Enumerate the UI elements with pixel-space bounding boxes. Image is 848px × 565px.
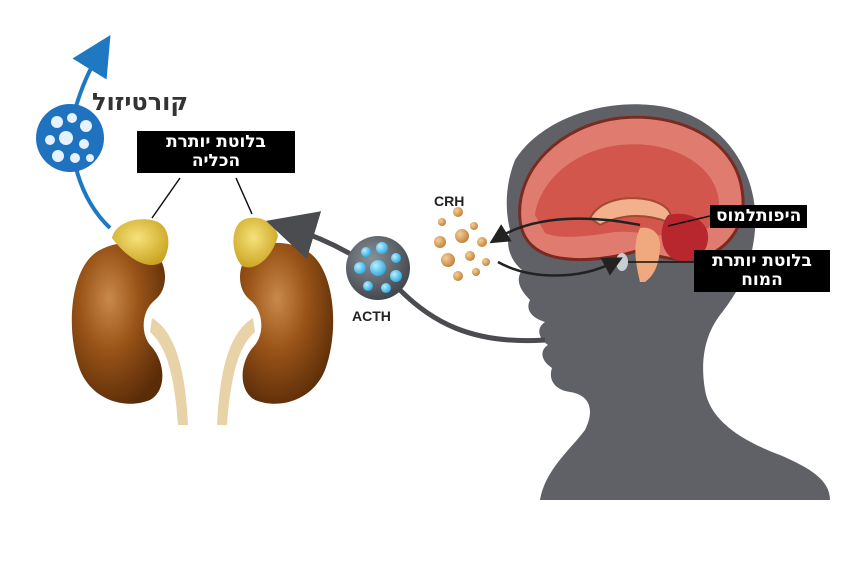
hormone-molecule-icon: [346, 236, 410, 300]
adrenal-gland-label: בלוטת יותרת הכליה: [137, 131, 295, 173]
pituitary-label-line2: המוח: [741, 270, 783, 290]
crh-label: CRH: [434, 193, 465, 209]
cortisol-label: קורטיזול: [92, 88, 189, 116]
crh-to-pituitary-arrow: [497, 257, 623, 277]
pituitary-gland-label: בלוטת יותרת המוח: [694, 250, 830, 292]
hypothalamus-label: היפותלמוס: [710, 205, 808, 228]
crh-particles-icon: [434, 207, 490, 281]
pituitary-label-line1: בלוטת יותרת: [712, 251, 812, 271]
crh-release-arrow: [489, 217, 641, 244]
hormone-molecule-icon: [36, 104, 104, 172]
kidney-icon: [71, 242, 334, 425]
adrenal-gland-icon: [112, 217, 278, 268]
adrenal-label-line1: בלוטת יותרת: [166, 132, 266, 152]
acth-label: ACTH: [352, 308, 391, 324]
adrenal-label-line2: הכליה: [191, 151, 241, 171]
